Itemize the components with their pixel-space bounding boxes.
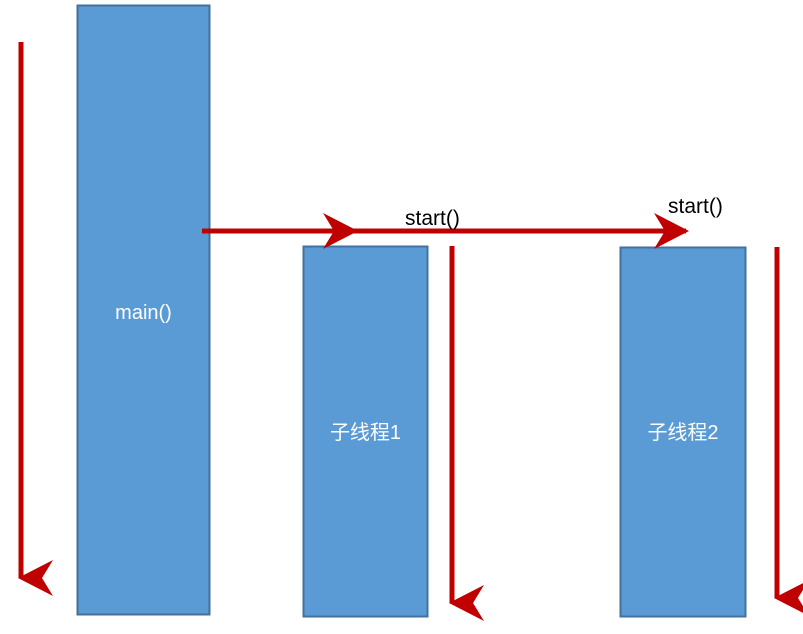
lane-label-thread-1: 子线程1 [329,422,402,444]
lane-rect-thread-1 [302,245,429,618]
lane-label-thread-2: 子线程2 [647,422,719,444]
lane-label-main: main() [115,302,172,324]
lane-rect-main [76,4,211,616]
edge-label-start-call-1: start() [405,207,460,230]
edge-label-start-call-2: start() [668,195,723,218]
